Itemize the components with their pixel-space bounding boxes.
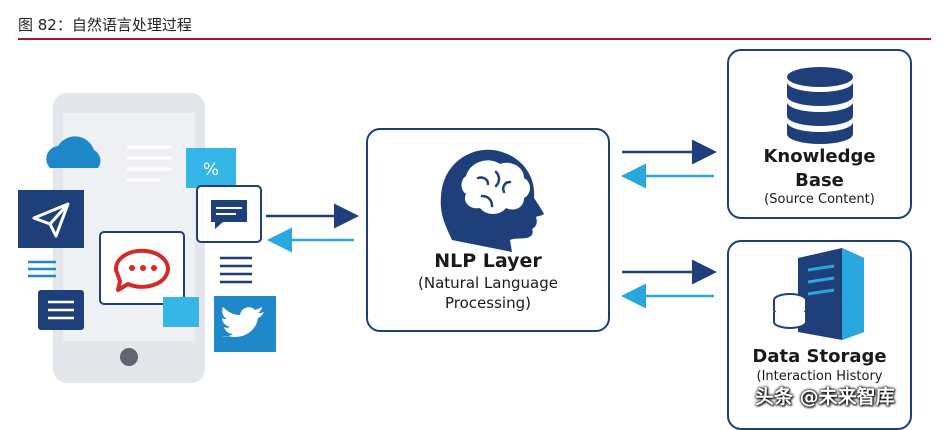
- data-storage-title: Data Storage: [752, 346, 887, 367]
- list-lines-right: [220, 256, 252, 284]
- cloud-icon: [46, 136, 101, 168]
- text-lines-decoration: [127, 145, 172, 182]
- chat-bubble-icon: [99, 231, 185, 305]
- nlp-layer-subtitle-1: (Natural Language: [418, 274, 558, 292]
- knowledge-base-title-1: Knowledge: [763, 146, 876, 167]
- box-icons-layer: [440, 67, 864, 340]
- figure-caption: 图 82：自然语言处理过程: [18, 16, 192, 34]
- watermark: 头条 @未来智库: [755, 386, 895, 408]
- document-icon: [38, 290, 84, 330]
- caption-divider: [18, 38, 931, 40]
- nlp-layer-subtitle-2: Processing): [445, 294, 531, 312]
- data-storage-subtitle: (Interaction History: [756, 369, 883, 384]
- database-icon: [787, 67, 853, 144]
- knowledge-base-subtitle: (Source Content): [764, 192, 875, 207]
- twitter-bird-icon: [214, 296, 276, 352]
- accent-square: [163, 297, 199, 327]
- server-icon: [773, 248, 864, 340]
- knowledge-base-title-2: Base: [795, 170, 844, 191]
- nlp-layer-title: NLP Layer: [434, 250, 542, 272]
- brain-head-icon: [440, 149, 544, 252]
- message-icon: [196, 185, 262, 243]
- list-lines-left: [28, 260, 56, 278]
- svg-text:%: %: [203, 160, 219, 180]
- paper-plane-icon: [18, 190, 84, 248]
- diagram-canvas: %: [18, 93, 717, 383]
- percent-icon: %: [186, 148, 236, 188]
